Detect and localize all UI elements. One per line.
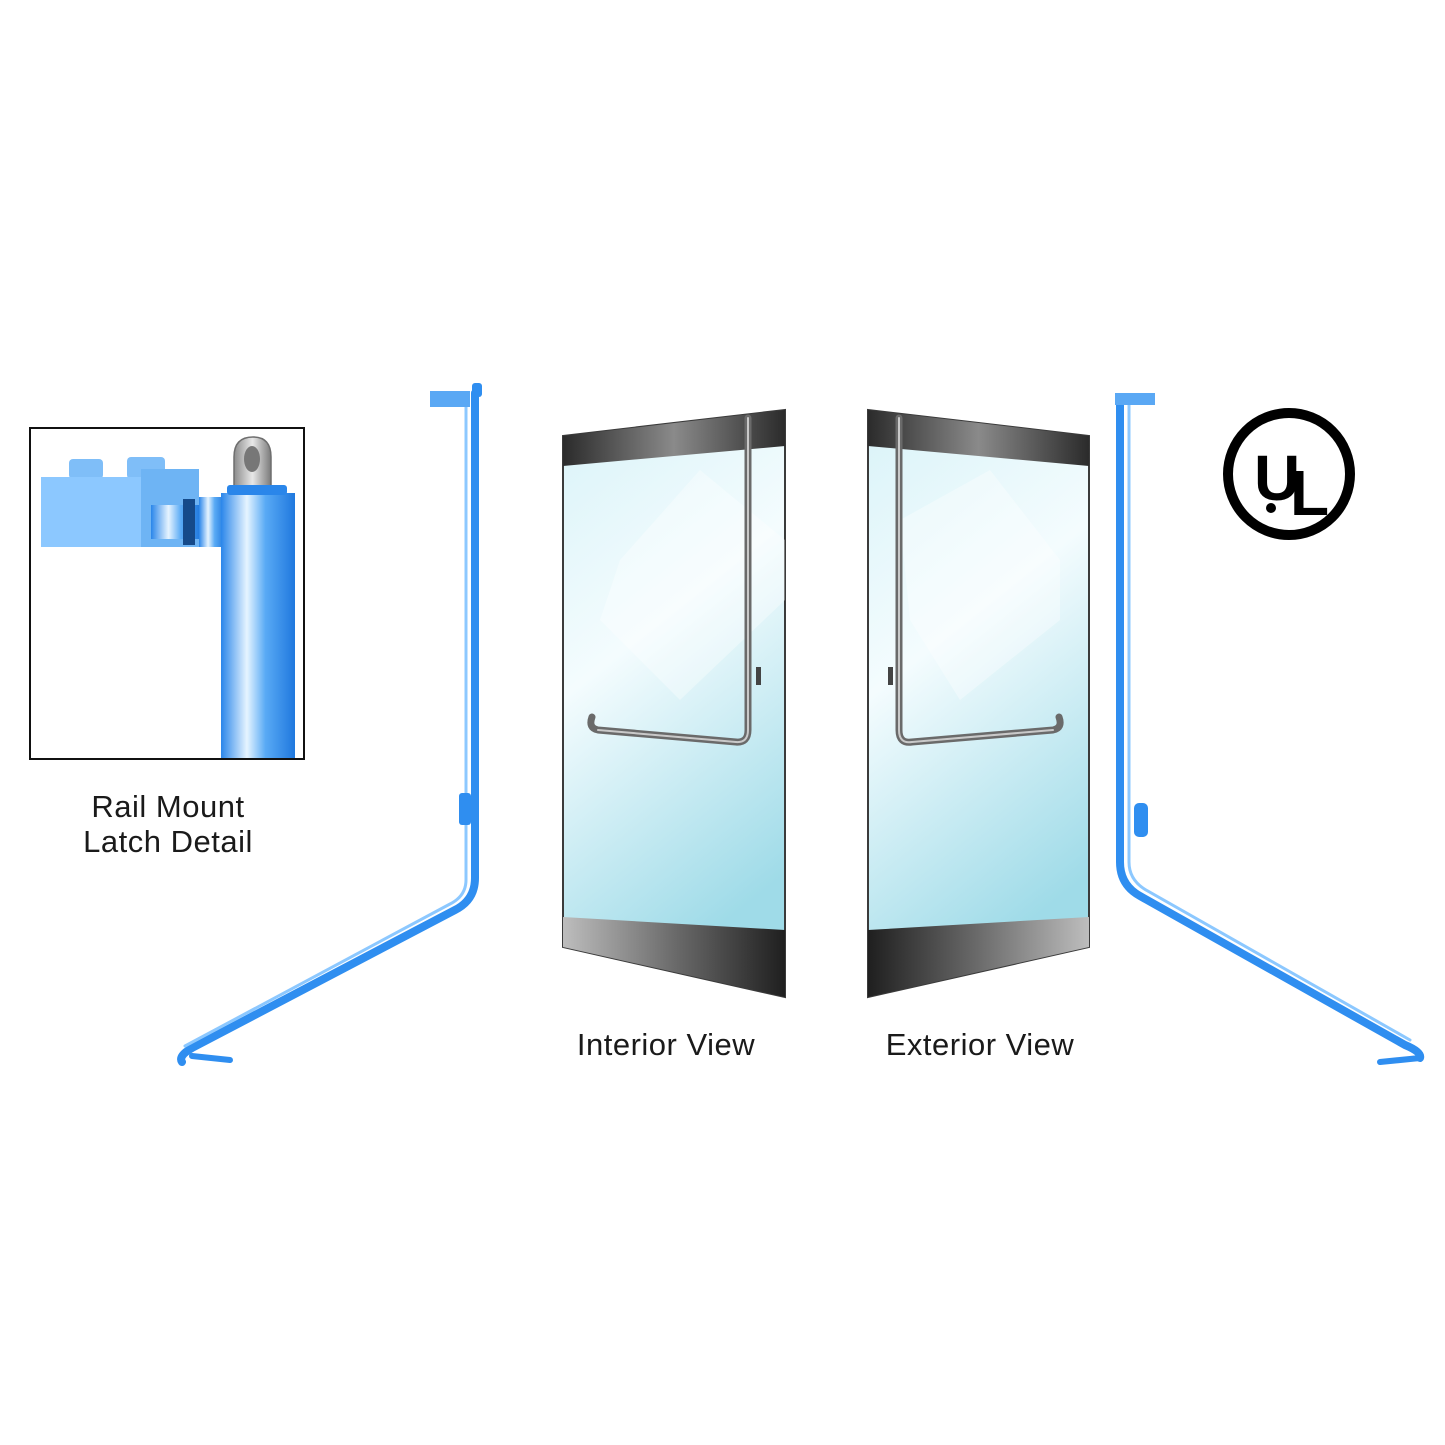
ul-logo: U L <box>1223 408 1355 540</box>
detail-caption-line1: Rail Mount <box>91 789 245 824</box>
latch-detail-inset <box>29 427 305 760</box>
exterior-ladder-pull-handle <box>888 414 1064 746</box>
latch-detail-illustration <box>41 436 295 758</box>
latch-roller <box>227 436 287 495</box>
ul-logo-dot <box>1266 503 1276 513</box>
exterior-door <box>867 408 1090 999</box>
exterior-view-label: Exterior View <box>885 1027 1075 1062</box>
connector-collar <box>151 497 225 547</box>
interior-ladder-pull-handle <box>587 414 761 746</box>
ul-logo-u: U <box>1254 442 1300 514</box>
vertical-rail-tube <box>221 493 295 758</box>
interior-view-label: Interior View <box>576 1027 756 1062</box>
interior-door <box>562 408 786 999</box>
detail-caption-line2: Latch Detail <box>83 824 253 859</box>
ul-logo-l: L <box>1290 457 1329 529</box>
right-push-rail <box>1115 393 1425 1065</box>
left-push-rail <box>177 383 482 1066</box>
